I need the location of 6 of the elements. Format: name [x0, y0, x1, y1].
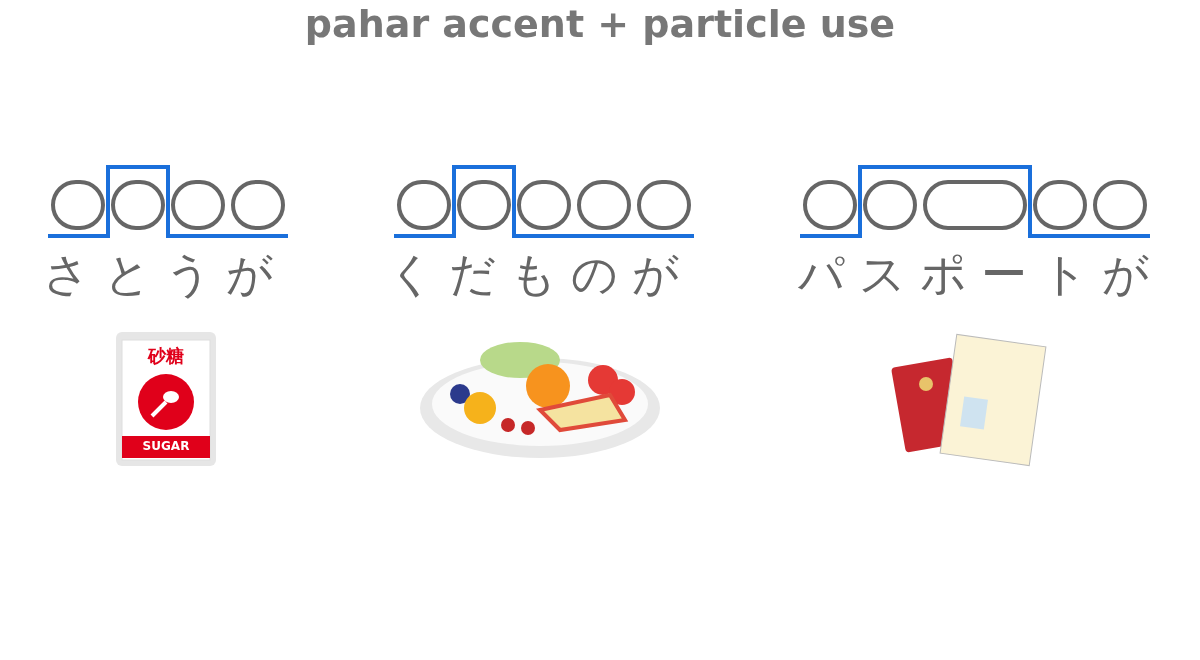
package-label: 砂糖: [146, 344, 185, 368]
package-label: SUGAR: [141, 439, 191, 453]
word-text: くだものが: [386, 246, 694, 303]
title: pahar accent + particle use: [303, 2, 897, 46]
word-text: さとうが: [42, 246, 288, 303]
word-text: パスポートが: [796, 246, 1164, 303]
